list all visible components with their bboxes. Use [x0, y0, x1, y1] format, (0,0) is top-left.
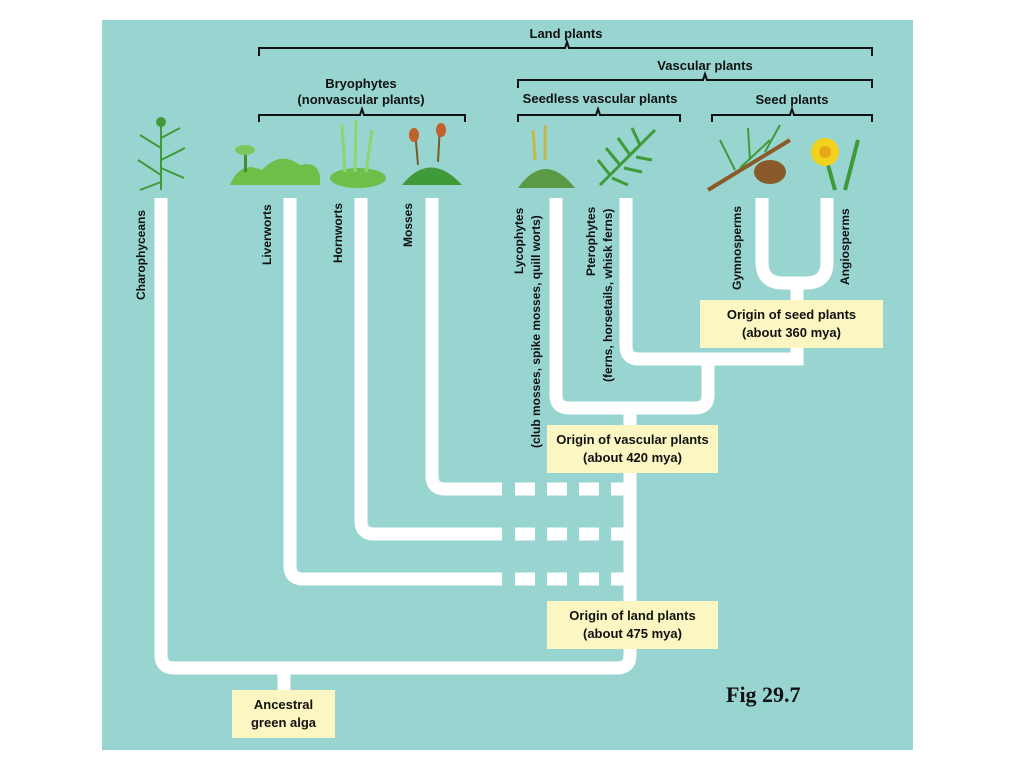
seed-plants-fork	[755, 198, 834, 290]
hornworts-label: Hornworts	[331, 203, 345, 263]
origin-seed-date: (about 360 mya)	[742, 325, 841, 340]
land-plants-label: Land plants	[529, 26, 603, 41]
origin-seed-title: Origin of seed plants	[726, 307, 857, 322]
lycophytes-branch	[549, 198, 715, 415]
origin-land-plants-box: Origin of land plants (about 475 mya)	[547, 601, 718, 649]
seedless-vascular-bracket	[517, 105, 681, 122]
bracket-lines	[258, 38, 873, 122]
seed-plants-bracket	[711, 105, 873, 122]
bryophytes-bracket	[258, 105, 466, 122]
origin-vascular-title: Origin of vascular plants	[556, 432, 709, 447]
tree-branches	[154, 198, 834, 690]
bryophytes-label: Bryophytes	[325, 76, 397, 91]
gymnosperms-label: Gymnosperms	[730, 205, 744, 290]
mosses-label: Mosses	[401, 202, 415, 247]
liverworts-branch	[283, 198, 502, 586]
figure-label: Fig 29.7	[726, 682, 801, 707]
ancestor-line1: Ancestral	[253, 697, 314, 712]
liverworts-label: Liverworts	[260, 204, 274, 265]
fern-icon	[596, 127, 657, 187]
charophyceans-branch	[154, 198, 637, 675]
seedless-vascular-label: Seedless vascular plants	[522, 91, 678, 106]
mosses-branch	[425, 198, 502, 496]
seed-plants-label: Seed plants	[755, 92, 829, 107]
charophyceans-label: Charophyceans	[134, 209, 148, 300]
origin-land-date: (about 475 mya)	[583, 626, 682, 641]
origin-seed-plants-box: Origin of seed plants (about 360 mya)	[700, 300, 883, 348]
dashed-connections	[515, 482, 630, 586]
land-plants-bracket	[258, 38, 873, 56]
pterophytes-branch	[619, 198, 804, 366]
hornwort-icon	[330, 119, 386, 188]
hornworts-branch	[354, 198, 502, 541]
ancestor-line2: green alga	[250, 715, 317, 730]
angiosperm-icon	[811, 138, 860, 191]
nonvascular-label: (nonvascular plants)	[297, 92, 425, 107]
lycophyte-icon	[518, 125, 575, 188]
lycophytes-label: Lycophytes	[512, 207, 526, 274]
ancestral-green-alga-box: Ancestral green alga	[232, 690, 335, 738]
lycophytes-sublabel: (club mosses, spike mosses, quill worts)	[529, 215, 543, 448]
vascular-plants-label: Vascular plants	[657, 58, 753, 73]
angiosperms-label: Angiosperms	[838, 208, 852, 285]
origin-vascular-date: (about 420 mya)	[583, 450, 682, 465]
origin-land-title: Origin of land plants	[569, 608, 696, 623]
gymnosperm-icon	[706, 124, 792, 192]
pterophytes-label: Pterophytes	[584, 206, 598, 276]
pterophytes-sublabel: (ferns, horsetails, whisk ferns)	[601, 208, 615, 382]
moss-icon	[402, 123, 462, 185]
origin-vascular-plants-box: Origin of vascular plants (about 420 mya…	[547, 425, 718, 473]
charophycean-icon	[137, 117, 186, 191]
liverwort-icon	[230, 145, 321, 185]
diagram-panel	[102, 20, 913, 750]
vascular-plants-bracket	[517, 70, 873, 88]
